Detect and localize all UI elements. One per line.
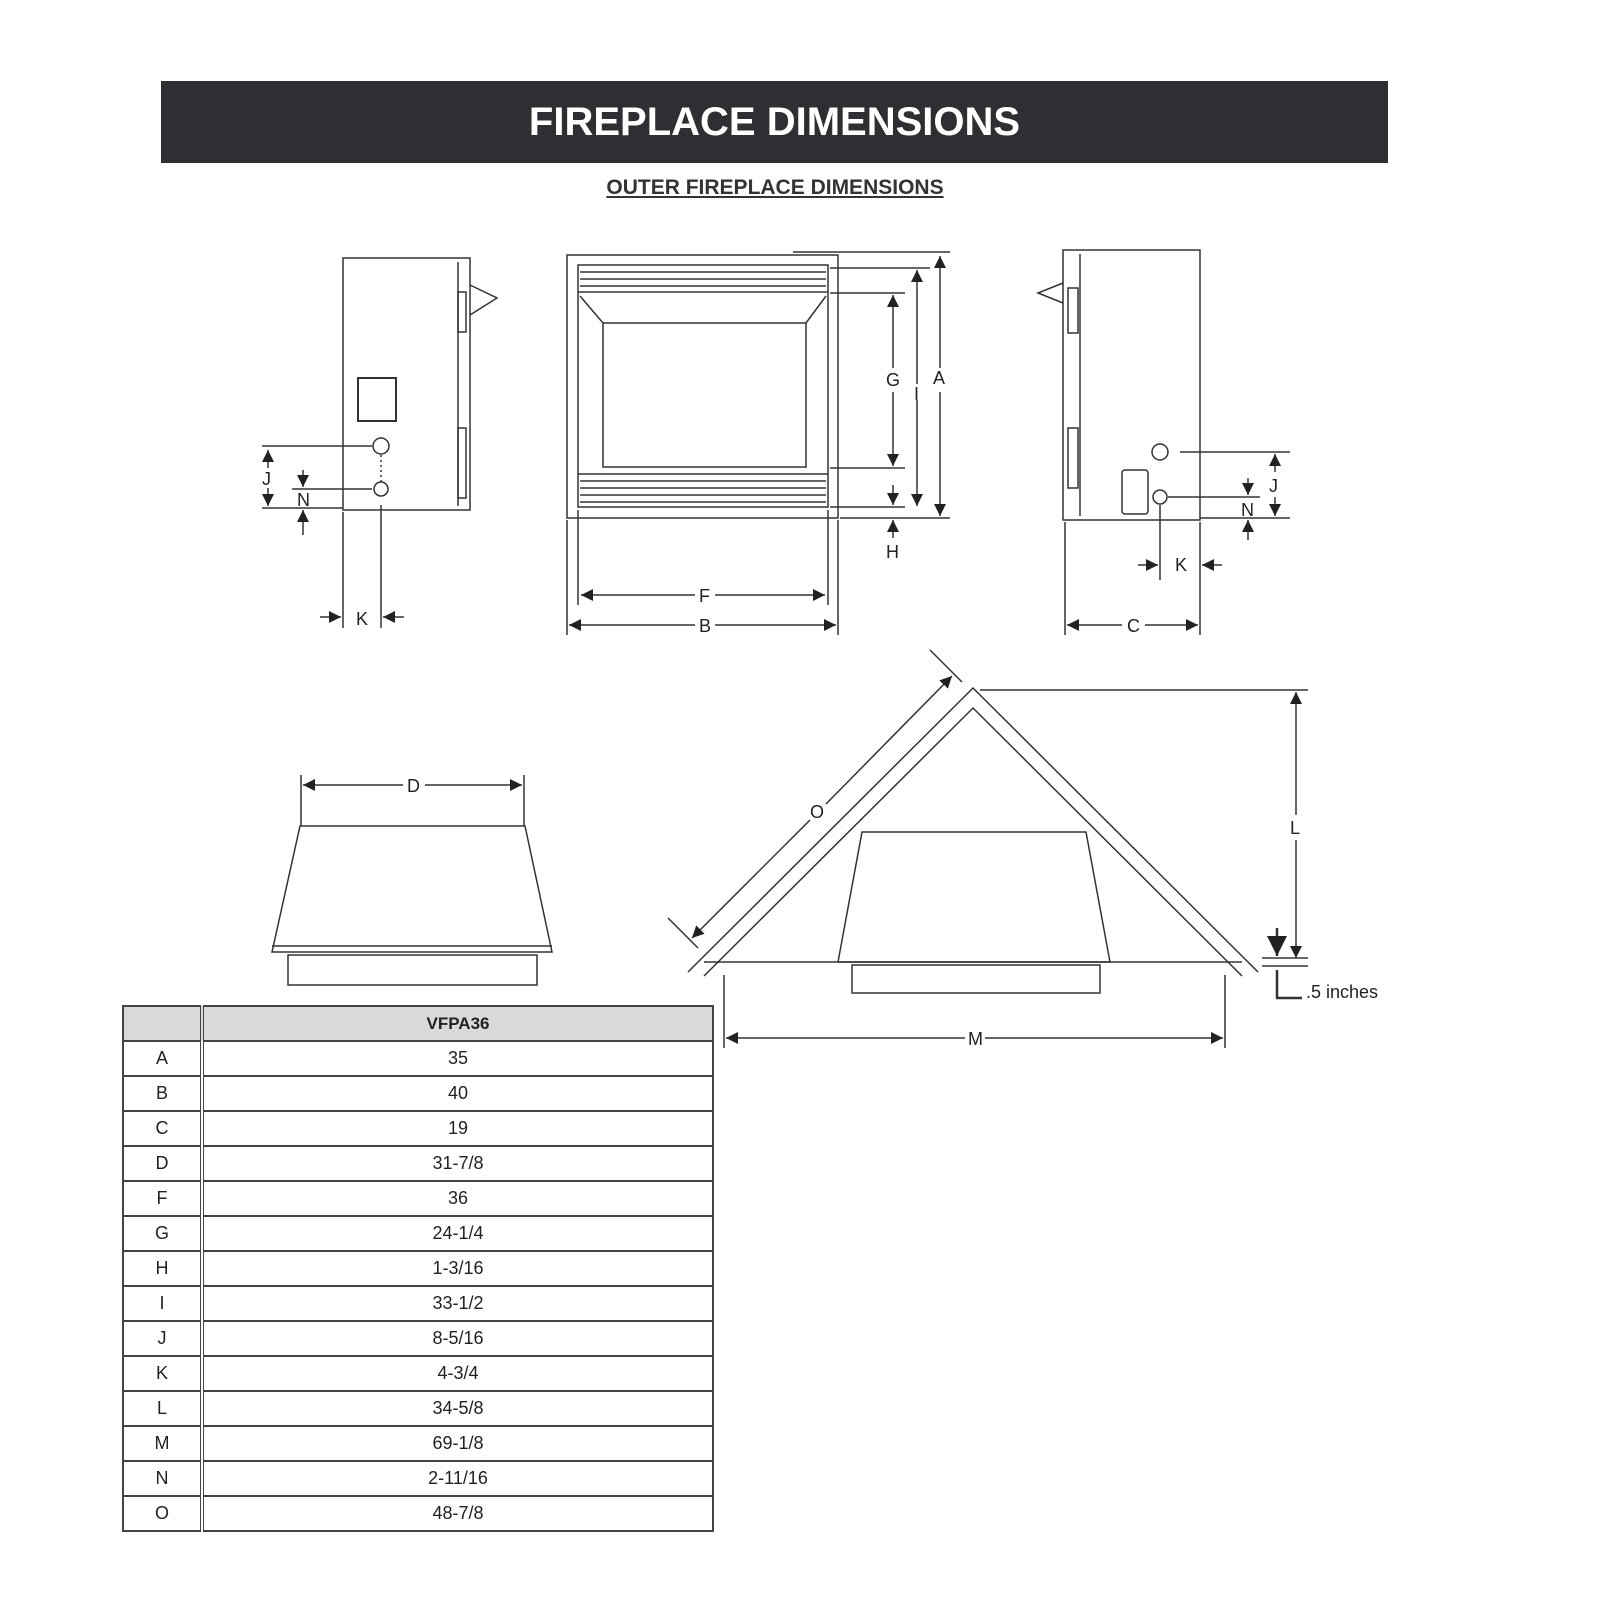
label-g: G (886, 370, 900, 390)
dimension-key: M (122, 1425, 204, 1462)
label-f: F (699, 586, 710, 606)
dimension-key: I (122, 1285, 204, 1322)
dimension-value: 69-1/8 (201, 1425, 714, 1462)
dimension-key: B (122, 1075, 204, 1112)
left-side-view (262, 257, 499, 628)
dimension-value: 8-5/16 (201, 1320, 714, 1357)
dimension-key: K (122, 1355, 204, 1392)
label-j-right: J (1269, 476, 1278, 496)
label-c: C (1127, 616, 1140, 636)
dimension-key: L (122, 1390, 204, 1427)
dimension-key: H (122, 1250, 204, 1287)
model-header: VFPA36 (201, 1005, 714, 1042)
dimension-key: F (122, 1180, 204, 1217)
dimension-value: 33-1/2 (201, 1285, 714, 1322)
dimension-key: A (122, 1040, 204, 1077)
page-title: FIREPLACE DIMENSIONS (528, 99, 1021, 144)
dimension-key: C (122, 1110, 204, 1147)
dimension-value: 4-3/4 (201, 1355, 714, 1392)
dimension-value: 34-5/8 (201, 1390, 714, 1427)
dimension-value: 40 (201, 1075, 714, 1112)
dimension-key: N (122, 1460, 204, 1497)
dimension-key: G (122, 1215, 204, 1252)
label-k-right: K (1175, 555, 1187, 575)
dimension-value: 35 (201, 1040, 714, 1077)
dimension-value: 1-3/16 (201, 1250, 714, 1287)
subtitle-text: OUTER FIREPLACE DIMENSIONS (606, 176, 944, 199)
dimension-key: O (122, 1495, 204, 1532)
dimension-key: J (122, 1320, 204, 1357)
label-h: H (886, 542, 899, 562)
label-n-left: N (297, 490, 310, 510)
label-l: L (1290, 818, 1300, 838)
dimension-value: 2-11/16 (201, 1460, 714, 1497)
dimension-value: 31-7/8 (201, 1145, 714, 1182)
right-side-view (1035, 249, 1290, 635)
top-view (271, 775, 553, 986)
dimension-value: 24-1/4 (201, 1215, 714, 1252)
label-b: B (699, 616, 711, 636)
front-view (566, 251, 950, 635)
label-o: O (810, 802, 824, 822)
label-n-right: N (1241, 500, 1254, 520)
dimension-value: 19 (201, 1110, 714, 1147)
label-a: A (933, 368, 945, 388)
dimension-labels: J N K A I G H F B J N K C D O L M .5 inc… (262, 368, 1378, 1049)
label-m: M (968, 1029, 983, 1049)
label-d: D (407, 776, 420, 796)
dimension-key: D (122, 1145, 204, 1182)
corner-install-view (667, 649, 1308, 1048)
label-j-left: J (262, 469, 271, 489)
label-half-inch: .5 inches (1306, 982, 1378, 1002)
dimension-value: 48-7/8 (201, 1495, 714, 1532)
label-k-left: K (356, 609, 368, 629)
dimension-value: 36 (201, 1180, 714, 1217)
label-i: I (914, 384, 919, 404)
section-subtitle: OUTER FIREPLACE DIMENSIONS (0, 176, 1550, 200)
page-title-banner: FIREPLACE DIMENSIONS (161, 81, 1388, 163)
table-header-row: VFPA36 (122, 1005, 714, 1042)
